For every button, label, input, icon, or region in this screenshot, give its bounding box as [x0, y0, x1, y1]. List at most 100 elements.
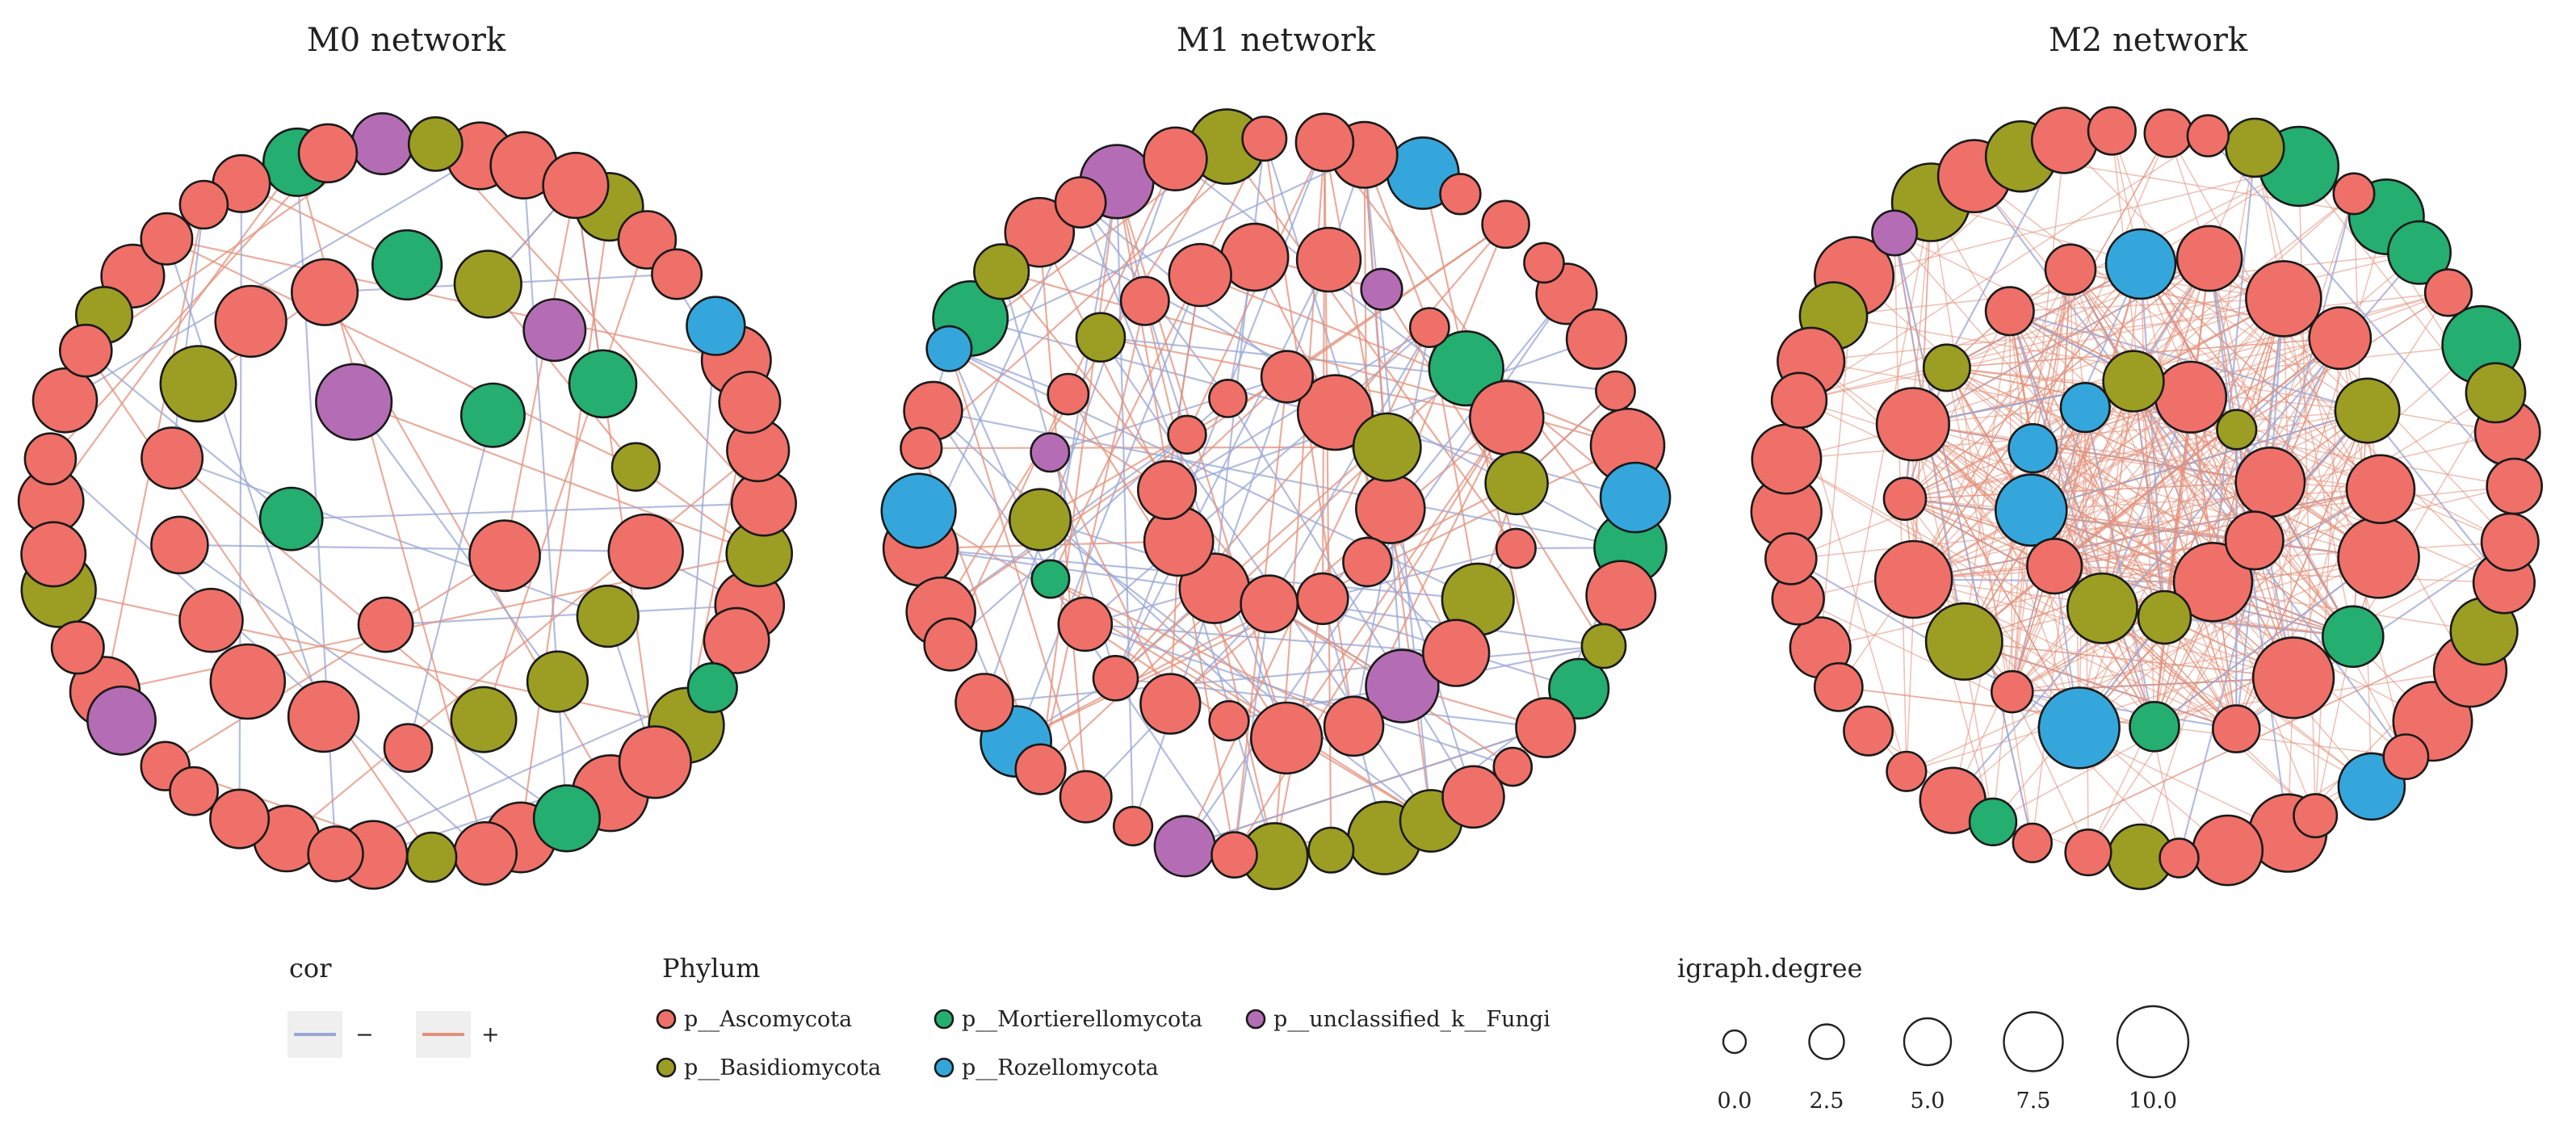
- edge-positive: [1049, 138, 1265, 580]
- edge-positive: [58, 589, 687, 727]
- node-m2-60: [2334, 377, 2401, 444]
- node-m0-53: [453, 250, 522, 319]
- legend-degree-key-2: [1903, 1017, 1953, 1067]
- node-m2-72: [2102, 350, 2165, 413]
- edge-positive: [1798, 135, 2209, 401]
- panel-title-m2: M2 network: [2049, 22, 2248, 59]
- node-m2-3: [1968, 797, 2018, 846]
- legend-degree-key-3: [2003, 1011, 2064, 1072]
- edge-positive: [921, 446, 1387, 450]
- edge-positive: [171, 457, 485, 720]
- node-m1-65: [1249, 701, 1324, 775]
- edge-positive: [1946, 367, 2080, 728]
- node-m2-65: [2212, 704, 2261, 753]
- edge-negative: [1894, 233, 2033, 844]
- node-m2-49: [1924, 602, 2003, 681]
- node-m1-27: [1481, 199, 1530, 250]
- node-m0-46: [178, 587, 244, 653]
- node-m2-45: [2159, 837, 2200, 879]
- edge-positive: [2140, 263, 2368, 412]
- edge-positive: [50, 162, 298, 502]
- edge-positive: [2012, 691, 2089, 853]
- legend-degree-label-0: 0.0: [1718, 1089, 1752, 1114]
- node-m1-12: [900, 426, 943, 470]
- edge-positive: [1169, 417, 1508, 705]
- node-m0-15: [59, 323, 113, 378]
- node-m1-38: [1515, 697, 1576, 758]
- node-m2-46: [2129, 700, 2180, 753]
- edge-negative: [1085, 623, 1513, 768]
- nodes-m1: [880, 108, 1672, 891]
- node-m0-63: [209, 643, 287, 720]
- edge-positive: [1974, 175, 2381, 490]
- edge-positive: [2283, 298, 2354, 637]
- node-m2-50: [1873, 539, 1953, 619]
- node-m2-12: [1751, 423, 1823, 495]
- edge-positive: [1913, 429, 2238, 581]
- node-m2-67: [2066, 572, 2138, 644]
- node-m1-48: [1030, 432, 1071, 473]
- edge-positive: [1894, 233, 1994, 822]
- node-m1-30: [1565, 308, 1628, 371]
- node-m2-44: [2192, 814, 2264, 887]
- node-m2-25: [2225, 117, 2285, 178]
- node-m2-56: [2104, 228, 2177, 300]
- edge-positive: [1964, 640, 2237, 730]
- node-m2-27: [2332, 172, 2376, 216]
- edge-positive: [1904, 310, 2011, 500]
- node-m0-9: [50, 620, 105, 675]
- node-m1-16: [973, 243, 1030, 300]
- edge-positive: [2064, 140, 2505, 584]
- edge-positive: [2009, 310, 2380, 558]
- edge-negative: [2154, 556, 2380, 728]
- edge-negative: [2207, 135, 2515, 487]
- node-m1-44: [1092, 654, 1139, 702]
- node-m0-45: [453, 820, 518, 886]
- legend-phylum-label-ascomycota: p__Ascomycota: [684, 1007, 852, 1032]
- node-m0-68: [468, 519, 541, 593]
- edge-positive: [2009, 310, 2166, 618]
- edge-negative: [64, 155, 481, 401]
- node-m2-77: [2172, 541, 2254, 623]
- node-m1-47: [1008, 488, 1072, 552]
- node-m0-31: [686, 296, 746, 356]
- legend-cor-title: cor: [289, 953, 332, 984]
- node-m2-62: [2337, 515, 2420, 599]
- edge-positive: [2054, 565, 2485, 632]
- node-m2-10: [1764, 532, 1818, 585]
- node-m1-52: [1168, 242, 1232, 308]
- node-m1-56: [1408, 307, 1450, 349]
- node-m0-67: [459, 382, 526, 448]
- edge-positive: [2054, 380, 2134, 567]
- node-m1-35: [1585, 560, 1657, 631]
- node-m0-39: [686, 661, 738, 714]
- node-m1-79: [1296, 374, 1374, 451]
- node-m0-54: [522, 298, 587, 363]
- edge-negative: [1322, 548, 1517, 600]
- node-m1-58: [1469, 380, 1545, 456]
- node-m2-23: [2143, 108, 2193, 158]
- node-m1-78: [1260, 350, 1314, 404]
- node-m1-62: [1421, 619, 1491, 687]
- node-m0-13: [23, 432, 78, 486]
- node-m2-13: [1770, 371, 1828, 429]
- node-m2-42: [2293, 793, 2339, 839]
- edge-positive: [2054, 488, 2381, 567]
- node-m2-48: [1991, 669, 2034, 714]
- edge-positive: [2101, 380, 2134, 609]
- node-m1-26: [1439, 173, 1482, 216]
- node-m0-43: [532, 784, 602, 853]
- legend-degree-key-0: [1722, 1029, 1747, 1055]
- edge-positive: [1964, 640, 2294, 679]
- edge-negative: [948, 153, 1366, 350]
- panel-title-m1: M1 network: [1177, 22, 1376, 59]
- edge-negative: [1015, 275, 1202, 742]
- legend-cor-label-positive: +: [481, 1022, 500, 1047]
- legend-degree-key-1: [1808, 1023, 1845, 1060]
- legend-degree-label-4: 10.0: [2129, 1089, 2177, 1114]
- node-m0-18: [140, 212, 194, 266]
- node-m0-27: [542, 152, 610, 220]
- edge-positive: [85, 350, 433, 858]
- edges-m1: [917, 137, 1637, 857]
- node-m1-66: [1208, 699, 1250, 742]
